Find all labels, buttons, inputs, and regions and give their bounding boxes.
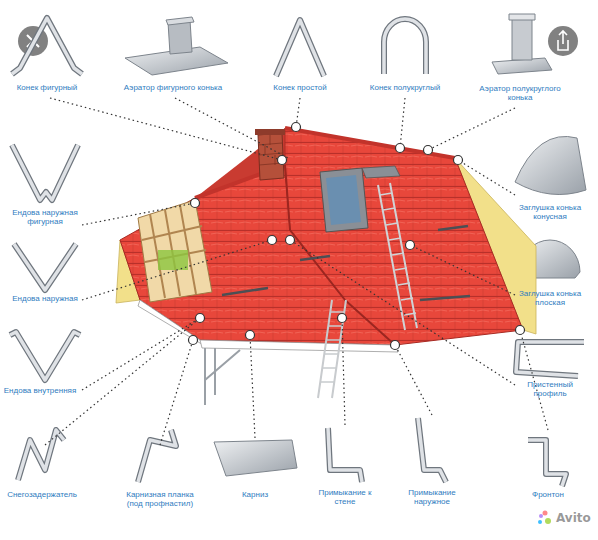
profile-shape	[10, 332, 80, 380]
profile-outline	[384, 19, 426, 74]
part-label: Карнизная планка (под профнастил)	[118, 490, 202, 508]
part-label: Конек простой	[255, 83, 345, 92]
profile-outline	[10, 332, 80, 380]
profile-shape	[12, 18, 82, 74]
profile-shape	[18, 430, 64, 480]
leader-lines	[45, 98, 548, 445]
part-label: Конек фигурный	[2, 83, 92, 92]
roof	[116, 128, 536, 405]
profile-outline	[418, 418, 446, 482]
profile-thumbnails	[10, 14, 586, 486]
profile-outline	[328, 428, 362, 482]
profile-outline	[138, 430, 176, 482]
part-label: Заглушка конька плоская	[510, 289, 590, 307]
part-label: Ендова внутренняя	[0, 386, 85, 395]
profile-outline	[12, 145, 78, 200]
part-label: Заглушка конька конусная	[510, 203, 590, 221]
part-label: Ендова наружная фигурная	[4, 208, 86, 226]
profile-shape	[516, 342, 584, 376]
part-label: Фронтон	[518, 490, 578, 499]
profile-shape	[528, 440, 566, 486]
profile-shape	[384, 19, 426, 74]
profile-outline	[276, 20, 324, 76]
part-label: Примыкание наружное	[399, 488, 465, 506]
profile-outline	[12, 18, 82, 74]
profile-shape	[276, 20, 324, 76]
profile-outline	[516, 342, 584, 376]
part-label: Аэратор фигурного конька	[113, 83, 233, 92]
part-label: Карниз	[225, 490, 285, 499]
profile-shape	[14, 244, 76, 290]
share-icon	[548, 26, 578, 56]
profile-outline	[18, 430, 64, 480]
watermark: Avito	[556, 511, 598, 525]
leader-points	[189, 123, 525, 350]
part-label: Примыкание к стене	[312, 488, 378, 506]
profile-shape	[418, 418, 446, 482]
profile-outline	[528, 440, 566, 486]
part-label: Снегозадержатель	[0, 490, 87, 499]
part-label: Аэратор полукруглого конька	[470, 84, 570, 102]
profile-shape	[12, 145, 78, 200]
part-label: Пристенный профиль	[517, 380, 583, 398]
part-label: Ендова наружная	[0, 294, 90, 303]
profile-shape	[328, 428, 362, 482]
watermark-logo	[538, 511, 551, 525]
profile-outline	[14, 244, 76, 290]
part-label: Конек полукруглый	[360, 83, 450, 92]
profile-shape	[138, 430, 176, 482]
